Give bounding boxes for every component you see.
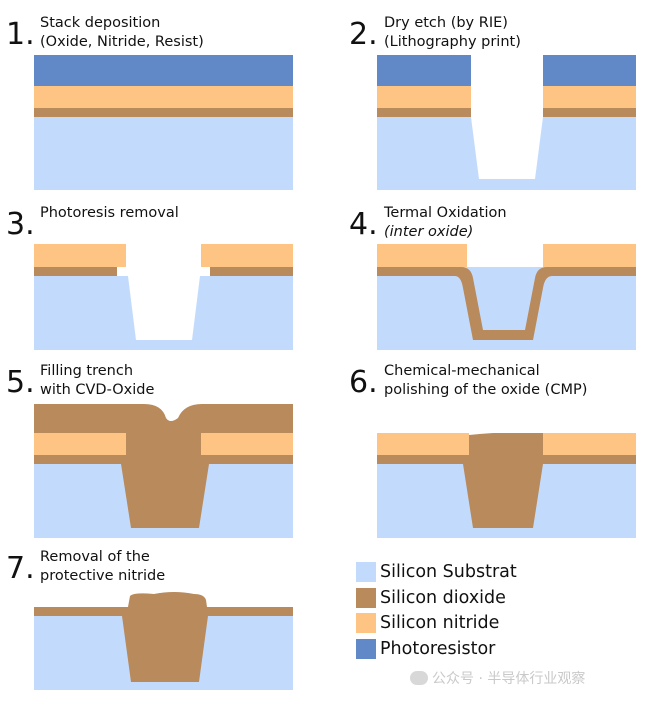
silicon-dioxide-layer bbox=[377, 267, 636, 340]
cross-section-diagram bbox=[34, 592, 293, 690]
caption-line-2: (Oxide, Nitride, Resist) bbox=[40, 34, 204, 50]
watermark: 公众号 · 半导体行业观察 bbox=[410, 668, 585, 688]
silicon-dioxide-layer bbox=[377, 108, 471, 117]
photoresist-layer bbox=[543, 55, 636, 86]
silicon-nitride-layer bbox=[34, 244, 126, 267]
step-number: 2. bbox=[349, 17, 378, 52]
legend-label: Photoresistor bbox=[380, 639, 496, 659]
caption-line-2: polishing of the oxide (CMP) bbox=[384, 382, 588, 398]
cross-section-diagram bbox=[34, 55, 293, 190]
legend-label: Silicon nitride bbox=[380, 613, 500, 633]
caption-line-1: Removal of the bbox=[40, 549, 150, 565]
step-number: 5. bbox=[6, 365, 35, 400]
step-number: 6. bbox=[349, 365, 378, 400]
silicon-dioxide-layer bbox=[34, 267, 117, 276]
wechat-icon bbox=[410, 671, 428, 685]
step-caption: Photoresis removal bbox=[40, 204, 179, 223]
silicon-substrate-layer bbox=[377, 117, 636, 190]
silicon-nitride-layer bbox=[543, 86, 636, 108]
silicon-dioxide-layer bbox=[34, 108, 293, 117]
legend-swatch bbox=[356, 613, 376, 633]
legend-swatch bbox=[356, 562, 376, 582]
silicon-nitride-layer bbox=[34, 86, 293, 108]
cross-section-diagram bbox=[377, 244, 636, 350]
step-number: 1. bbox=[6, 17, 35, 52]
caption-line-1: Stack deposition bbox=[40, 15, 161, 31]
silicon-substrate-layer bbox=[34, 117, 293, 190]
step-number: 3. bbox=[6, 207, 35, 242]
silicon-nitride-layer bbox=[543, 433, 636, 455]
cross-section-diagram bbox=[34, 404, 293, 538]
watermark-text: 公众号 · 半导体行业观察 bbox=[432, 671, 586, 687]
step-caption: Termal Oxidation (inter oxide) bbox=[384, 204, 507, 242]
silicon-nitride-layer bbox=[543, 244, 636, 267]
silicon-nitride-layer bbox=[201, 433, 293, 455]
silicon-nitride-layer bbox=[377, 86, 471, 108]
silicon-substrate-layer bbox=[34, 276, 293, 350]
silicon-nitride-layer bbox=[377, 433, 469, 455]
photoresist-layer bbox=[34, 55, 293, 86]
silicon-nitride-layer bbox=[377, 244, 467, 267]
photoresist-layer bbox=[377, 55, 471, 86]
silicon-dioxide-layer bbox=[210, 267, 293, 276]
cross-section-diagram bbox=[377, 433, 636, 538]
legend-swatch bbox=[356, 639, 376, 659]
caption-line-2: (inter oxide) bbox=[384, 224, 474, 240]
legend-label: Silicon Substrat bbox=[380, 562, 517, 582]
silicon-nitride-layer bbox=[201, 244, 293, 267]
cross-section-diagram bbox=[377, 55, 636, 190]
silicon-dioxide-layer bbox=[377, 433, 636, 528]
cross-section-diagram bbox=[34, 244, 293, 350]
silicon-dioxide-layer bbox=[543, 108, 636, 117]
legend-swatch bbox=[356, 588, 376, 608]
silicon-dioxide-layer bbox=[34, 592, 293, 682]
caption-line-2: protective nitride bbox=[40, 568, 166, 584]
step-caption: Dry etch (by RIE) (Lithography print) bbox=[384, 14, 521, 52]
caption-line-1: Chemical-mechanical bbox=[384, 363, 540, 379]
legend-label: Silicon dioxide bbox=[380, 588, 506, 608]
caption-line-2: (Lithography print) bbox=[384, 34, 521, 50]
step-number: 7. bbox=[6, 551, 35, 586]
silicon-nitride-layer bbox=[34, 433, 126, 455]
step-caption: Filling trench with CVD-Oxide bbox=[40, 362, 154, 400]
step-caption: Chemical-mechanical polishing of the oxi… bbox=[384, 362, 587, 400]
caption-line-1: Photoresis removal bbox=[40, 205, 179, 221]
step-caption: Stack deposition (Oxide, Nitride, Resist… bbox=[40, 14, 204, 52]
caption-line-1: Filling trench bbox=[40, 363, 134, 379]
caption-line-1: Termal Oxidation bbox=[384, 205, 507, 221]
step-number: 4. bbox=[349, 207, 378, 242]
step-caption: Removal of the protective nitride bbox=[40, 548, 165, 586]
caption-line-2: with CVD-Oxide bbox=[40, 382, 155, 398]
caption-line-1: Dry etch (by RIE) bbox=[384, 15, 508, 31]
